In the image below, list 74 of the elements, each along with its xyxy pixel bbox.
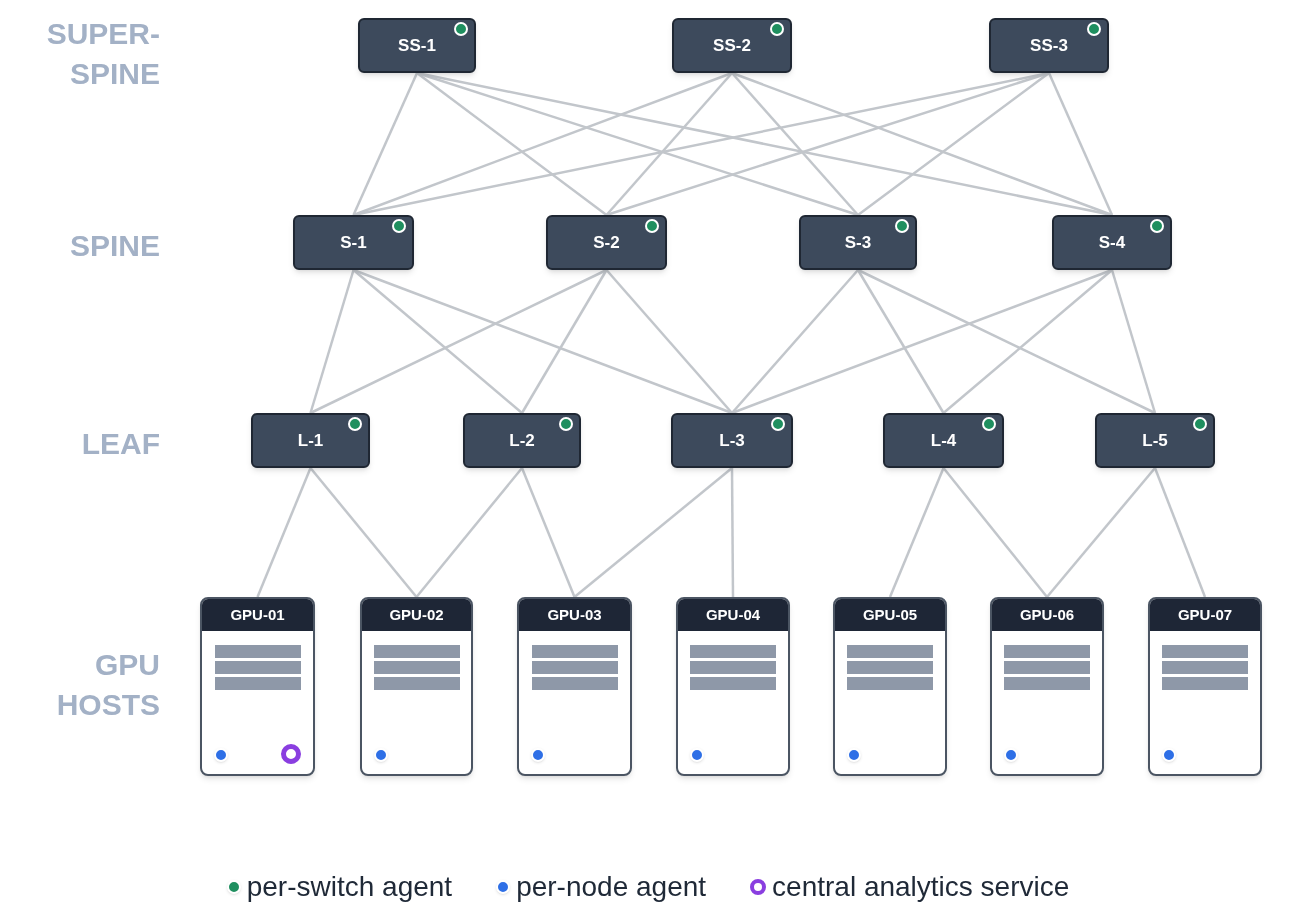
network-link [309,268,608,415]
legend-text: per-switch agent [246,870,453,904]
switch-label: SS-1 [398,34,436,57]
host-card [990,597,1104,776]
host-label: GPU-05 [862,604,918,625]
network-link [1047,72,1114,216]
legend-text: central analytics service [772,870,1070,904]
host-label: GPU-03 [547,604,602,625]
switch-label: L-5 [1142,429,1168,452]
network-link [857,72,1050,216]
switch-box [672,18,792,73]
network-link [309,467,418,598]
switch-label: S-4 [1098,231,1126,254]
switch-box [883,413,1004,468]
network-link [352,269,523,414]
legend-text: per-node agent [516,870,707,904]
switch-box [463,413,581,468]
switch-label: L-3 [719,429,745,452]
switch-label: S-2 [593,231,620,254]
network-link [942,269,1113,414]
network-link [415,467,523,598]
switch-label: SS-3 [1030,34,1068,57]
host-card [676,597,790,776]
network-link [352,72,419,216]
network-link [1153,467,1207,598]
switch-box [799,215,917,270]
network-link [730,468,735,597]
network-link [353,268,733,415]
network-link [605,72,733,216]
host-label: GPU-01 [230,604,285,625]
network-link [520,467,576,598]
host-card [517,597,632,776]
switch-box [989,18,1109,73]
host-label: GPU-04 [705,604,761,625]
host-card [200,597,315,776]
switch-box [546,215,667,270]
host-label: GPU-07 [1177,604,1233,625]
network-link [256,467,312,598]
host-label: GPU-02 [389,604,444,625]
network-link [731,72,859,216]
network-link [573,467,733,598]
switch-label: L-2 [509,429,535,452]
switch-label: SS-2 [713,34,751,57]
host-card [360,597,473,776]
switch-label: L-4 [930,429,957,452]
network-link [1046,467,1156,598]
switch-box [671,413,793,468]
switch-label: S-1 [340,231,367,254]
network-link [309,269,355,414]
host-card [1148,597,1262,776]
network-link [416,72,608,216]
switch-label: S-3 [844,231,872,254]
network-link [731,71,1113,217]
network-link [731,269,859,414]
layer-label: SPINE [68,228,160,264]
layer-label: SUPER- SPINE [45,16,160,92]
host-card [833,597,947,776]
network-link [1110,269,1157,414]
switch-box [293,215,414,270]
network-link [353,71,733,217]
layer-label: LEAF [80,426,160,462]
switch-box [1052,215,1172,270]
host-label: GPU-06 [1019,604,1075,625]
switch-label: L-1 [297,429,324,452]
network-link [520,269,608,414]
layer-label: GPU HOSTS [55,647,160,723]
network-link [942,467,1048,598]
network-link [857,268,1156,415]
network-link [605,269,733,414]
switch-box [251,413,370,468]
network-link [888,467,945,598]
switch-box [1095,413,1215,468]
network-link [856,269,945,414]
switch-box [358,18,476,73]
